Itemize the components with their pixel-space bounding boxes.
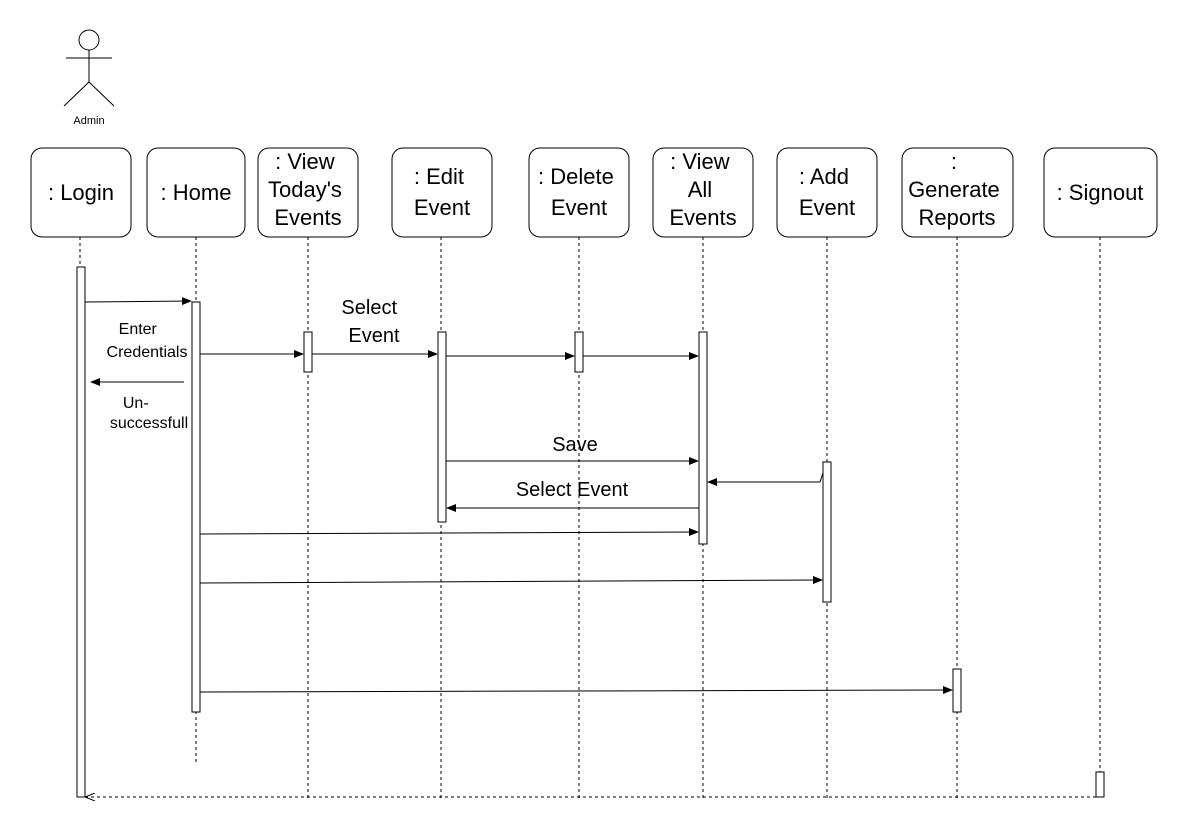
lifeline-edit-event-line-2: Event (414, 195, 470, 220)
lifeline-view-today-line-2: Today's (268, 177, 342, 202)
lifeline-delete-event-line-1: : Delete (538, 164, 614, 189)
lifeline-view-all-line-3: Events (669, 205, 736, 230)
lifeline-login-label: : Login (48, 180, 114, 205)
activation-view-today (303, 331, 313, 373)
lifeline-generate-reports: : Generate Reports (901, 147, 1014, 238)
activation-edit-event (437, 331, 447, 523)
lifeline-edit-event-line-1: : Edit (414, 164, 464, 189)
svg-text:: Login: : Login (48, 180, 114, 205)
activation-signout (1095, 771, 1105, 798)
activation-view-all (698, 331, 708, 545)
svg-text:: View Today's Eve: : View Today's Events (268, 149, 348, 230)
lifeline-signout: : Signout (1043, 147, 1158, 238)
svg-text:: Signout: : Signout (1057, 180, 1144, 205)
lifeline-edit-event: : Edit Event (391, 147, 493, 238)
actor-right-leg (88, 81, 115, 107)
message-save-label: Save (552, 434, 598, 456)
message-home-to-add-event (199, 576, 823, 585)
lifeline-view-today-line-3: Events (274, 205, 341, 230)
actor-admin: Admin (63, 29, 115, 127)
message-home-to-generate-reports (199, 686, 953, 695)
svg-text:Un- successfull: Un- successfull (110, 395, 188, 432)
svg-text:: Edit Event: : Edit Event (414, 164, 470, 220)
lifeline-home: : Home (146, 147, 246, 238)
lifeline-generate-reports-line-2: Generate (908, 177, 1000, 202)
activation-login (76, 266, 86, 798)
lifeline-add-event: : Add Event (776, 147, 878, 238)
lifeline-home-label: : Home (161, 180, 232, 205)
lifeline-add-event-line-1: : Add (799, 164, 849, 189)
message-enter-credentials-line-2: Credentials (107, 344, 188, 361)
lifeline-delete-event-line-2: Event (551, 195, 607, 220)
svg-text:: Home: : Home (161, 180, 232, 205)
message-home-to-view-all (199, 528, 699, 537)
lifeline-add-event-line-2: Event (799, 195, 855, 220)
message-select-event-2-label: Select Event (516, 479, 629, 501)
message-enter-credentials-line-1: Enter (119, 321, 158, 338)
activation-delete-event (574, 331, 584, 373)
lifeline-view-all-line-1: : View (670, 149, 730, 174)
message-select-event-1-line-1: Select (341, 297, 397, 319)
activation-generate-reports (952, 668, 962, 713)
svg-text:: Generate Reports: : Generate Reports (908, 149, 1006, 230)
svg-text:: Add Event: : Add Event (799, 164, 855, 220)
activation-home (191, 301, 201, 713)
lifeline-view-all-line-2: All (688, 177, 712, 202)
message-unsuccessful-line-2: successfull (110, 415, 188, 432)
lifeline-view-all: : View All Events (652, 147, 754, 238)
actor-left-leg (63, 81, 90, 107)
lifeline-view-today: : View Today's Events (257, 147, 359, 238)
lifeline-login: : Login (30, 147, 132, 238)
lifeline-delete-event: : Delete Event (528, 147, 630, 238)
svg-text:Enter Credentials: Enter Credentials (107, 321, 188, 361)
lifeline-signout-label: : Signout (1057, 180, 1144, 205)
actor-label: Admin (73, 115, 104, 127)
lifeline-generate-reports-line-1: : (951, 149, 957, 174)
svg-text:Select Event: Select Event (341, 297, 402, 347)
message-unsuccessful-line-1: Un- (123, 395, 149, 412)
actor-head (78, 29, 100, 51)
message-select-event-1-line-2: Event (348, 325, 400, 347)
message-login-to-home (84, 297, 192, 306)
activation-add-event (822, 461, 832, 603)
lifeline-generate-reports-line-3: Reports (918, 205, 995, 230)
svg-text:: View All Events: : View All Events (669, 149, 736, 230)
svg-text:: Delete Event: : Delete Event (538, 164, 620, 220)
message-add-event-to-view-all (707, 472, 824, 486)
lifeline-view-today-line-1: : View (275, 149, 335, 174)
